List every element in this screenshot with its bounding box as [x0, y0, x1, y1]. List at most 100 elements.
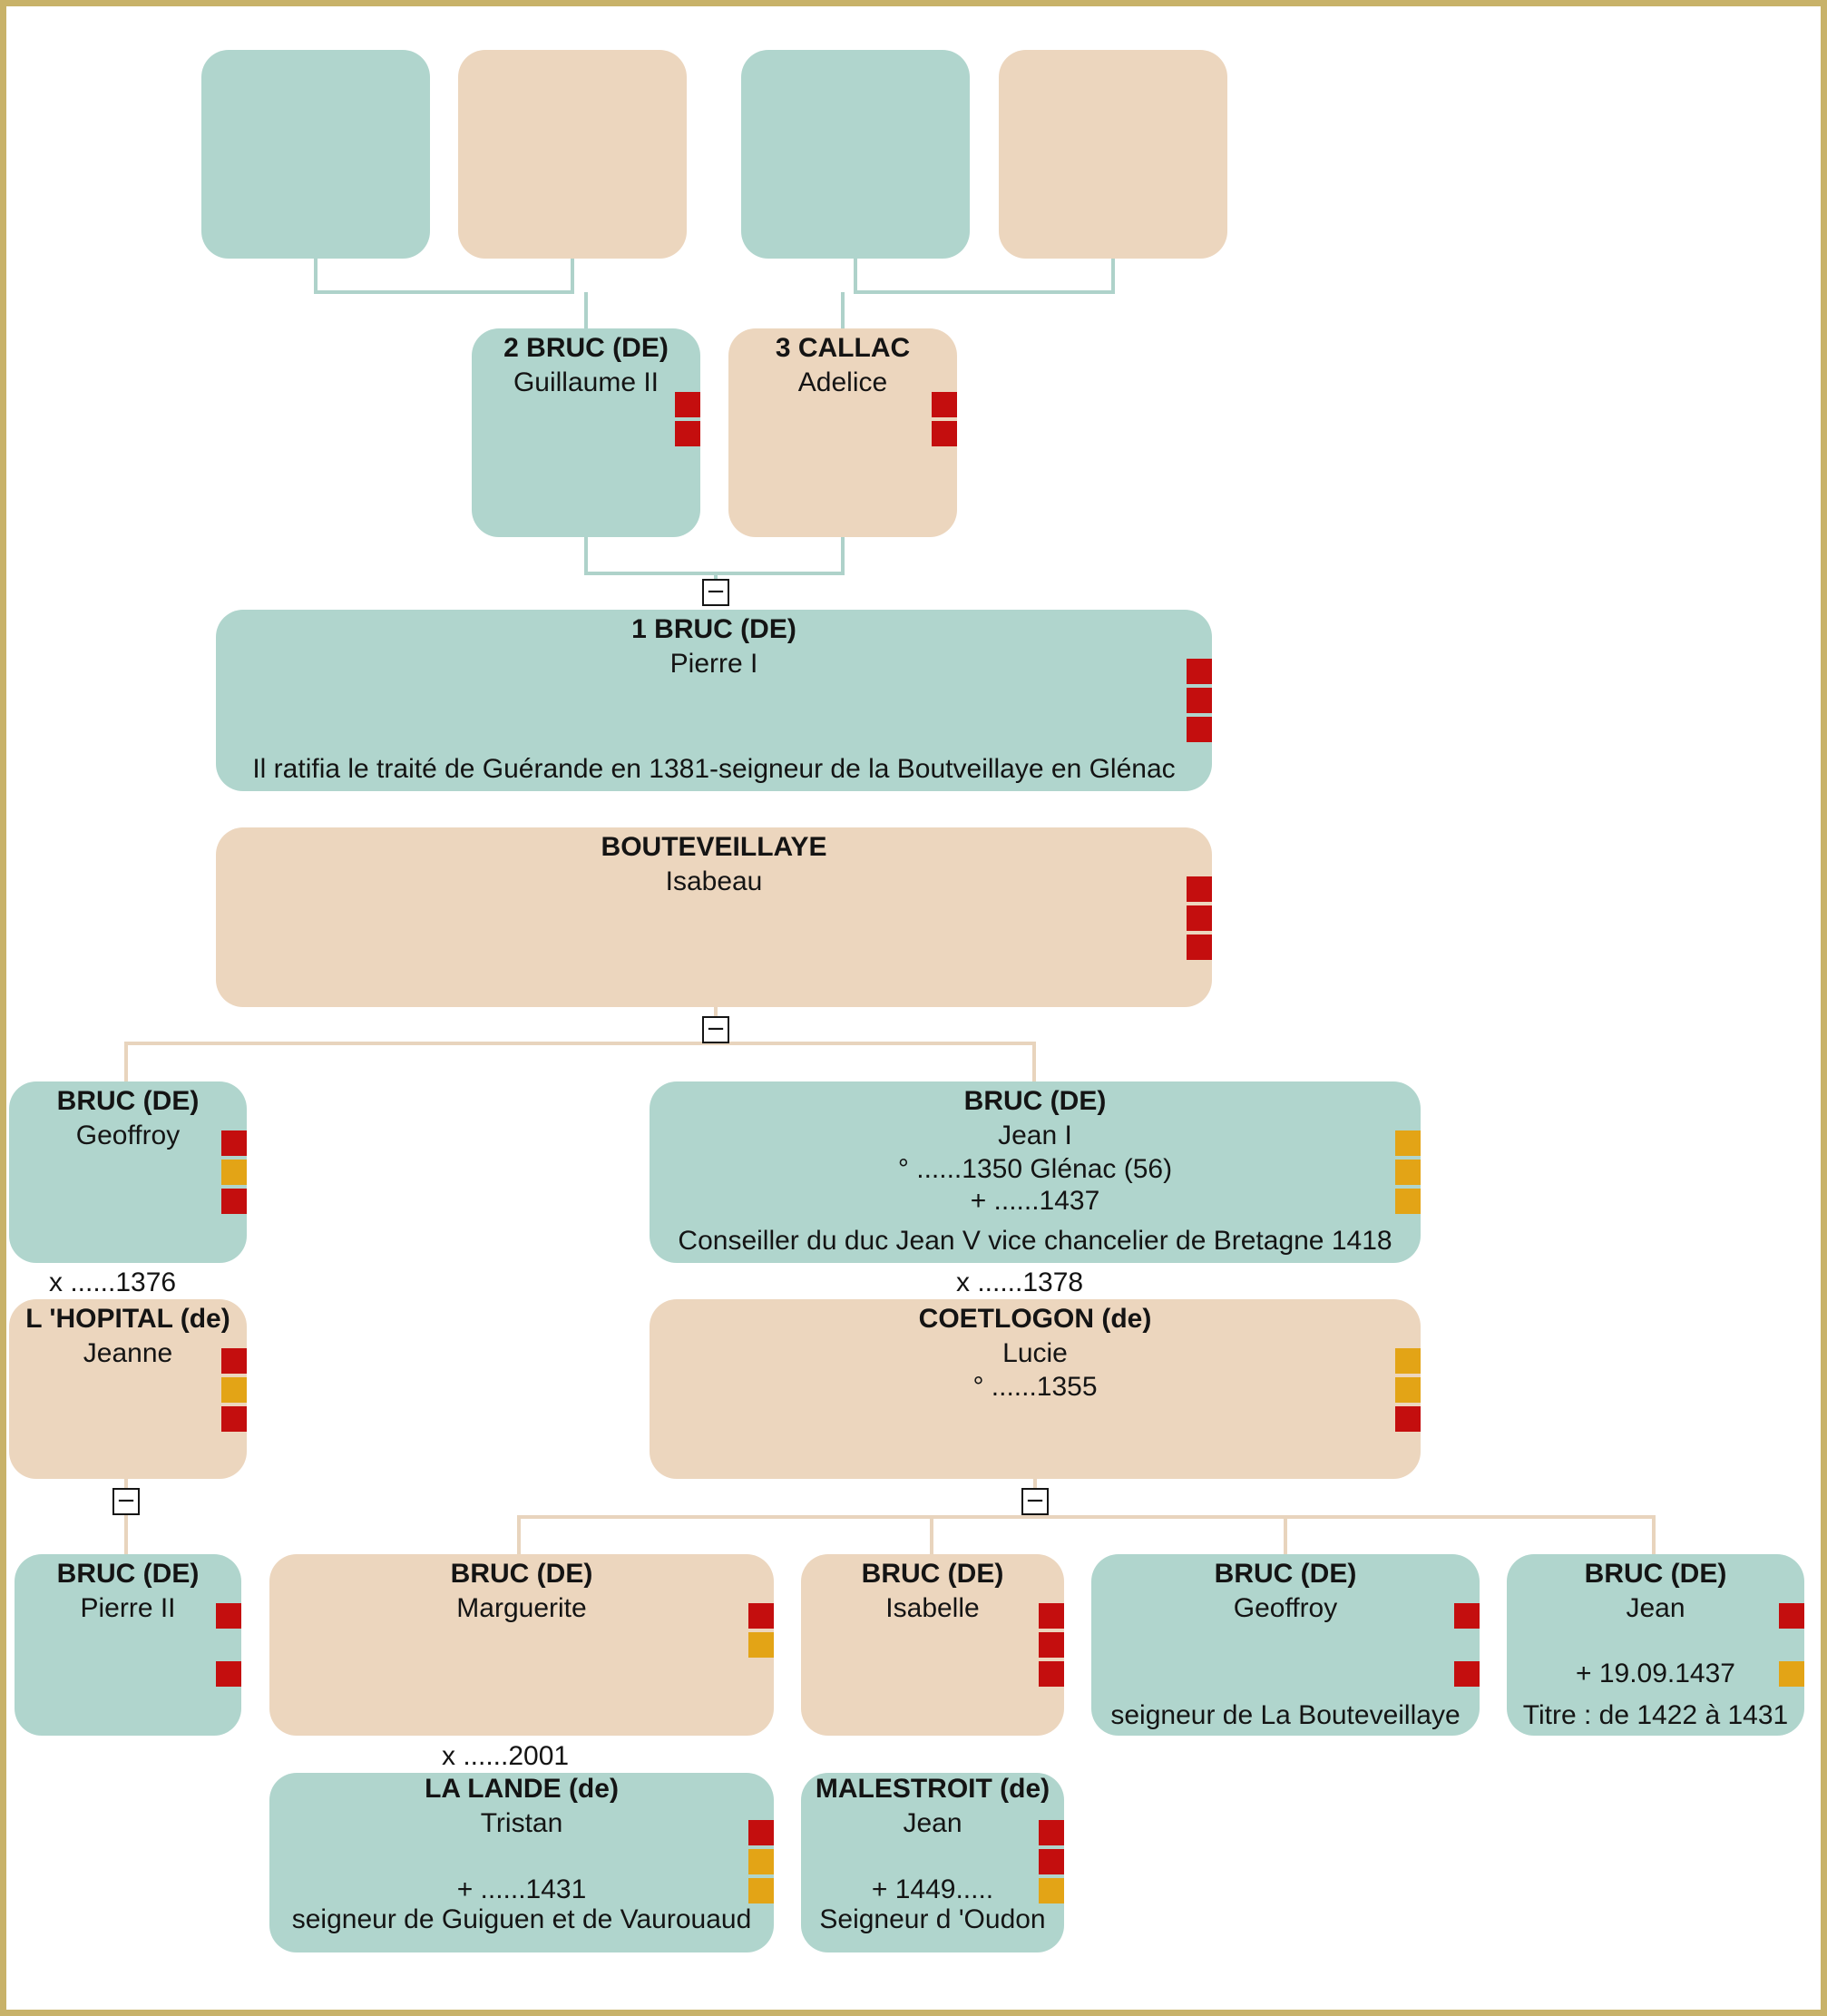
person-birth: ° ......1355	[972, 1372, 1098, 1402]
person-card-child-geoffroy-spouse[interactable]: L 'HOPITAL (de) Jeanne	[9, 1299, 247, 1479]
marker-red	[675, 421, 700, 446]
person-card-father[interactable]: 2 BRUC (DE) Guillaume II	[472, 328, 700, 537]
connector-line	[584, 537, 845, 575]
marker-orange	[748, 1849, 774, 1874]
collapse-minus-icon[interactable]: −	[702, 579, 729, 606]
person-given-name: Guillaume II	[513, 367, 659, 397]
marker-red	[1039, 1849, 1064, 1874]
person-card-empty-maternal-grandmother[interactable]	[999, 50, 1227, 259]
person-surname: BRUC (DE)	[861, 1559, 1004, 1589]
person-card-root-spouse[interactable]: BOUTEVEILLAYE Isabeau	[216, 827, 1212, 1007]
connector-line	[314, 259, 574, 294]
person-given-name: Jean	[1626, 1593, 1685, 1623]
person-card-grandchild-pierre[interactable]: BRUC (DE) Pierre II	[15, 1554, 241, 1736]
marker-red	[748, 1603, 774, 1629]
person-given-name: Jeanne	[83, 1338, 173, 1368]
person-given-name: Isabeau	[665, 866, 763, 896]
connector-line	[854, 259, 1115, 294]
person-card-grandchild-jean[interactable]: BRUC (DE) Jean + 19.09.1437 Titre : de 1…	[1507, 1554, 1804, 1736]
person-note: Conseiller du duc Jean V vice chancelier…	[678, 1226, 1392, 1256]
marker-red	[1187, 876, 1212, 902]
person-given-name: Isabelle	[885, 1593, 980, 1623]
marker-red	[932, 392, 957, 417]
person-card-empty-paternal-grandmother[interactable]	[458, 50, 687, 259]
person-given-name: Lucie	[1002, 1338, 1068, 1368]
person-surname: BRUC (DE)	[56, 1559, 200, 1589]
person-surname: MALESTROIT (de)	[815, 1774, 1050, 1804]
person-card-grandchild-marguerite-spouse[interactable]: LA LANDE (de) Tristan + ......1431 seign…	[269, 1773, 774, 1952]
marker-orange	[1395, 1130, 1421, 1156]
marker-red	[221, 1348, 247, 1374]
person-note: Seigneur d 'Oudon	[819, 1904, 1046, 1934]
person-card-empty-maternal-grandfather[interactable]	[741, 50, 970, 259]
marker-orange	[748, 1878, 774, 1903]
person-surname: LA LANDE (de)	[425, 1774, 619, 1804]
connector-line	[517, 1515, 1656, 1554]
marker-red	[1454, 1603, 1480, 1629]
person-card-grandchild-marguerite[interactable]: BRUC (DE) Marguerite	[269, 1554, 774, 1736]
person-given-name: Adelice	[797, 367, 888, 397]
collapse-minus-icon[interactable]: −	[112, 1488, 140, 1515]
marriage-date: x ......1376	[49, 1267, 177, 1297]
person-birth: ° ......1350 Glénac (56)	[897, 1154, 1173, 1184]
marker-orange	[1779, 1661, 1804, 1687]
person-note: seigneur de La Bouteveillaye	[1110, 1700, 1461, 1730]
marker-red	[1187, 935, 1212, 960]
person-given-name: Pierre I	[669, 649, 758, 679]
person-given-name: Jean	[903, 1808, 962, 1838]
person-surname: BOUTEVEILLAYE	[601, 832, 827, 862]
person-given-name: Geoffroy	[1233, 1593, 1338, 1623]
person-given-name: Tristan	[480, 1808, 563, 1838]
person-given-name: Pierre II	[80, 1593, 176, 1623]
marker-red	[748, 1820, 774, 1845]
person-note: Titre : de 1422 à 1431	[1522, 1700, 1789, 1730]
marker-red	[1039, 1661, 1064, 1687]
person-death: + 19.09.1437	[1575, 1659, 1735, 1688]
marker-orange	[221, 1160, 247, 1185]
person-card-grandchild-isabelle[interactable]: BRUC (DE) Isabelle	[801, 1554, 1064, 1736]
person-surname: COETLOGON (de)	[918, 1304, 1152, 1334]
marker-red	[216, 1603, 241, 1629]
marker-red	[1187, 905, 1212, 931]
person-card-child-geoffroy[interactable]: BRUC (DE) Geoffroy	[9, 1081, 247, 1263]
marker-red	[932, 421, 957, 446]
marker-red	[216, 1661, 241, 1687]
marker-red	[1039, 1632, 1064, 1658]
person-surname: 3 CALLAC	[775, 333, 911, 363]
marker-red	[221, 1130, 247, 1156]
marker-red	[1395, 1406, 1421, 1432]
person-death: + 1449.....	[871, 1874, 994, 1904]
person-card-child-jean[interactable]: BRUC (DE) Jean I ° ......1350 Glénac (56…	[650, 1081, 1421, 1263]
person-card-grandchild-geoffroy[interactable]: BRUC (DE) Geoffroy seigneur de La Boutev…	[1091, 1554, 1480, 1736]
person-card-mother[interactable]: 3 CALLAC Adelice	[728, 328, 957, 537]
person-given-name: Geoffroy	[75, 1121, 181, 1150]
marker-orange	[221, 1377, 247, 1403]
marriage-date: x ......2001	[442, 1741, 570, 1771]
collapse-minus-icon[interactable]: −	[702, 1016, 729, 1043]
marker-red	[675, 392, 700, 417]
person-surname: BRUC (DE)	[963, 1086, 1107, 1116]
marker-red	[1779, 1603, 1804, 1629]
person-given-name: Jean I	[998, 1121, 1072, 1150]
person-note: Il ratifia le traité de Guérande en 1381…	[252, 754, 1176, 784]
person-card-grandchild-isabelle-spouse[interactable]: MALESTROIT (de) Jean + 1449..... Seigneu…	[801, 1773, 1064, 1952]
person-card-child-jean-spouse[interactable]: COETLOGON (de) Lucie ° ......1355	[650, 1299, 1421, 1479]
marker-orange	[1039, 1878, 1064, 1903]
person-surname: L 'HOPITAL (de)	[25, 1304, 230, 1334]
person-death: + ......1431	[456, 1874, 587, 1904]
marker-red	[1039, 1820, 1064, 1845]
person-card-empty-paternal-grandfather[interactable]	[201, 50, 430, 259]
marker-red	[1187, 688, 1212, 713]
person-given-name: Marguerite	[456, 1593, 587, 1623]
marker-orange	[1395, 1348, 1421, 1374]
person-surname: BRUC (DE)	[450, 1559, 593, 1589]
marker-orange	[1395, 1189, 1421, 1214]
marker-orange	[748, 1632, 774, 1658]
marker-red	[1187, 717, 1212, 742]
person-card-root[interactable]: 1 BRUC (DE) Pierre I Il ratifia le trait…	[216, 610, 1212, 791]
marker-red	[1187, 659, 1212, 684]
collapse-minus-icon[interactable]: −	[1021, 1488, 1049, 1515]
person-surname: BRUC (DE)	[1584, 1559, 1727, 1589]
